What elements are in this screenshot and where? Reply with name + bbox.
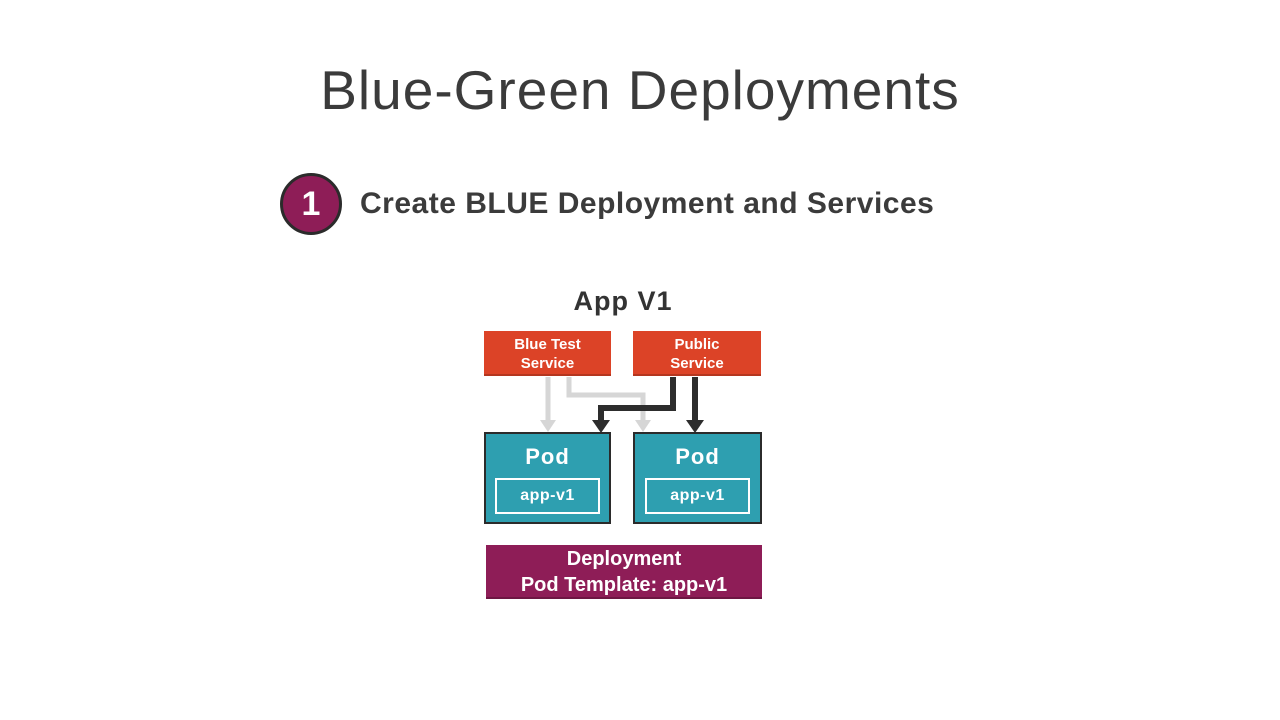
deployment-title: Deployment	[566, 548, 682, 570]
service-label-line2: Service	[670, 354, 724, 372]
step-number-badge: 1	[280, 173, 342, 235]
arrowhead-bluetest-pod1-icon	[540, 420, 556, 432]
service-label-line1: Blue Test	[514, 335, 581, 353]
deployment-pod-template: Pod Template: app-v1	[520, 574, 728, 596]
service-label-line2: Service	[520, 354, 575, 372]
pod-container-label: app-v1	[645, 478, 750, 514]
service-label-line1: Public	[674, 335, 720, 353]
deployment-box: Deployment Pod Template: app-v1	[486, 545, 762, 599]
arrowhead-bluetest-pod2-icon	[635, 420, 651, 432]
service-box-public: Public Service	[633, 331, 761, 376]
arrow-public-to-pod1	[598, 377, 676, 421]
pod-box-2: Pod app-v1	[633, 432, 762, 524]
pod-title: Pod	[675, 444, 720, 469]
arrow-bluetest-to-pod2	[566, 377, 646, 421]
step-number: 1	[301, 184, 321, 223]
pod-container-label: app-v1	[495, 478, 600, 514]
pod-box-1: Pod app-v1	[484, 432, 611, 524]
slide-title: Blue-Green Deployments	[320, 59, 960, 121]
step-label: Create BLUE Deployment and Services	[360, 187, 935, 220]
app-version-label: App V1	[573, 286, 673, 316]
service-box-blue-test: Blue Test Service	[484, 331, 611, 376]
pod-title: Pod	[525, 444, 570, 469]
